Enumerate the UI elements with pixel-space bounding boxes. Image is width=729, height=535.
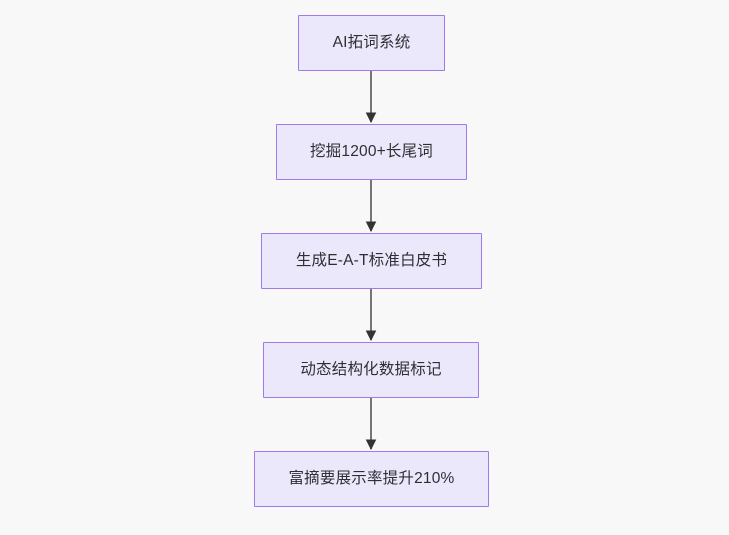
node-label: AI拓词系统 xyxy=(332,34,411,52)
node-label: 挖掘1200+长尾词 xyxy=(309,143,434,161)
flowchart-node-mine-longtail-keywords[interactable]: 挖掘1200+长尾词 xyxy=(276,124,467,180)
flowchart-node-generate-eat-whitepaper[interactable]: 生成E-A-T标准白皮书 xyxy=(261,233,482,289)
node-label: 富摘要展示率提升210% xyxy=(288,470,455,488)
flowchart-node-ai-keyword-system[interactable]: AI拓词系统 xyxy=(298,15,445,71)
flowchart-node-rich-snippet-rate-increase[interactable]: 富摘要展示率提升210% xyxy=(254,451,489,507)
node-label: 生成E-A-T标准白皮书 xyxy=(295,252,448,270)
flowchart-node-dynamic-structured-data-markup[interactable]: 动态结构化数据标记 xyxy=(263,342,479,398)
node-label: 动态结构化数据标记 xyxy=(300,361,442,379)
